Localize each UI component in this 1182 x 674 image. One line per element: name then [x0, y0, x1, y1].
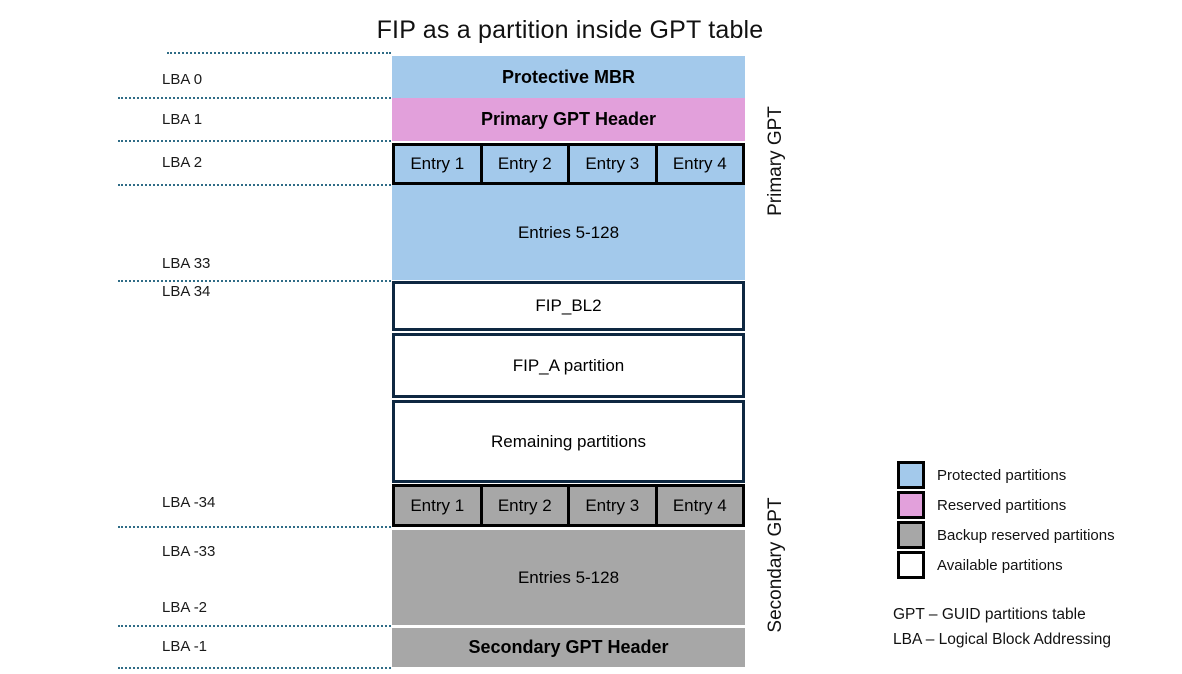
lba-boundary-line [167, 52, 391, 54]
available-swatch-icon [897, 551, 925, 579]
lba-label-n33: LBA -33 [162, 543, 216, 560]
entry-cell: Entry 4 [654, 146, 742, 182]
lba-boundary-line [118, 625, 391, 627]
lba-label-1: LBA 1 [162, 111, 203, 128]
entry-cell: Entry 3 [567, 487, 655, 524]
legend-label: Protected partitions [937, 466, 1067, 484]
lba-boundary-line [118, 280, 391, 282]
abbreviation-notes: GPT – GUID partitions table LBA – Logica… [893, 602, 1111, 652]
lba-label-n34: LBA -34 [162, 494, 216, 511]
legend-label: Backup reserved partitions [937, 526, 1115, 544]
block-secondary-entries-5-128: Entries 5-128 [392, 530, 745, 625]
legend-label: Available partitions [937, 556, 1063, 574]
legend-item-protected: Protected partitions [897, 461, 1115, 489]
block-secondary-entry-row: Entry 1 Entry 2 Entry 3 Entry 4 [392, 484, 745, 527]
backup-swatch-icon [897, 521, 925, 549]
lba-boundary-line [118, 140, 391, 142]
block-primary-entries-5-128: Entries 5-128 [392, 185, 745, 280]
page-title: FIP as a partition inside GPT table [376, 16, 764, 44]
entry-cell: Entry 2 [479, 487, 567, 524]
block-secondary-gpt-header: Secondary GPT Header [392, 628, 745, 667]
block-remaining-partitions: Remaining partitions [392, 400, 745, 483]
gpt-abbreviation-note: GPT – GUID partitions table [893, 606, 1086, 623]
legend: Protected partitions Reserved partitions… [897, 461, 1115, 581]
block-primary-entry-row: Entry 1 Entry 2 Entry 3 Entry 4 [392, 143, 745, 185]
lba-label-0: LBA 0 [162, 71, 203, 88]
lba-boundary-line [118, 97, 391, 99]
block-fip-bl2: FIP_BL2 [392, 281, 745, 331]
entry-cell: Entry 1 [395, 146, 480, 182]
entry-cell: Entry 1 [395, 487, 480, 524]
protected-swatch-icon [897, 461, 925, 489]
entry-cell: Entry 4 [654, 487, 742, 524]
reserved-swatch-icon [897, 491, 925, 519]
entry-cell: Entry 3 [567, 146, 655, 182]
lba-boundary-line [118, 526, 391, 528]
legend-item-backup: Backup reserved partitions [897, 521, 1115, 549]
legend-label: Reserved partitions [937, 496, 1067, 514]
lba-label-33: LBA 33 [162, 255, 211, 272]
lba-boundary-line [118, 184, 391, 186]
lba-abbreviation-note: LBA – Logical Block Addressing [893, 631, 1111, 648]
lba-boundary-line [118, 667, 391, 669]
lba-label-2: LBA 2 [162, 154, 203, 171]
secondary-gpt-side-label: Secondary GPT [765, 497, 786, 633]
block-protective-mbr: Protective MBR [392, 56, 745, 98]
block-primary-gpt-header: Primary GPT Header [392, 98, 745, 141]
lba-label-n1: LBA -1 [162, 638, 208, 655]
lba-label-34: LBA 34 [162, 283, 211, 300]
legend-item-reserved: Reserved partitions [897, 491, 1115, 519]
primary-gpt-side-label: Primary GPT [765, 106, 786, 216]
block-fip-a-partition: FIP_A partition [392, 333, 745, 398]
lba-label-n2: LBA -2 [162, 599, 208, 616]
entry-cell: Entry 2 [479, 146, 567, 182]
legend-item-available: Available partitions [897, 551, 1115, 579]
